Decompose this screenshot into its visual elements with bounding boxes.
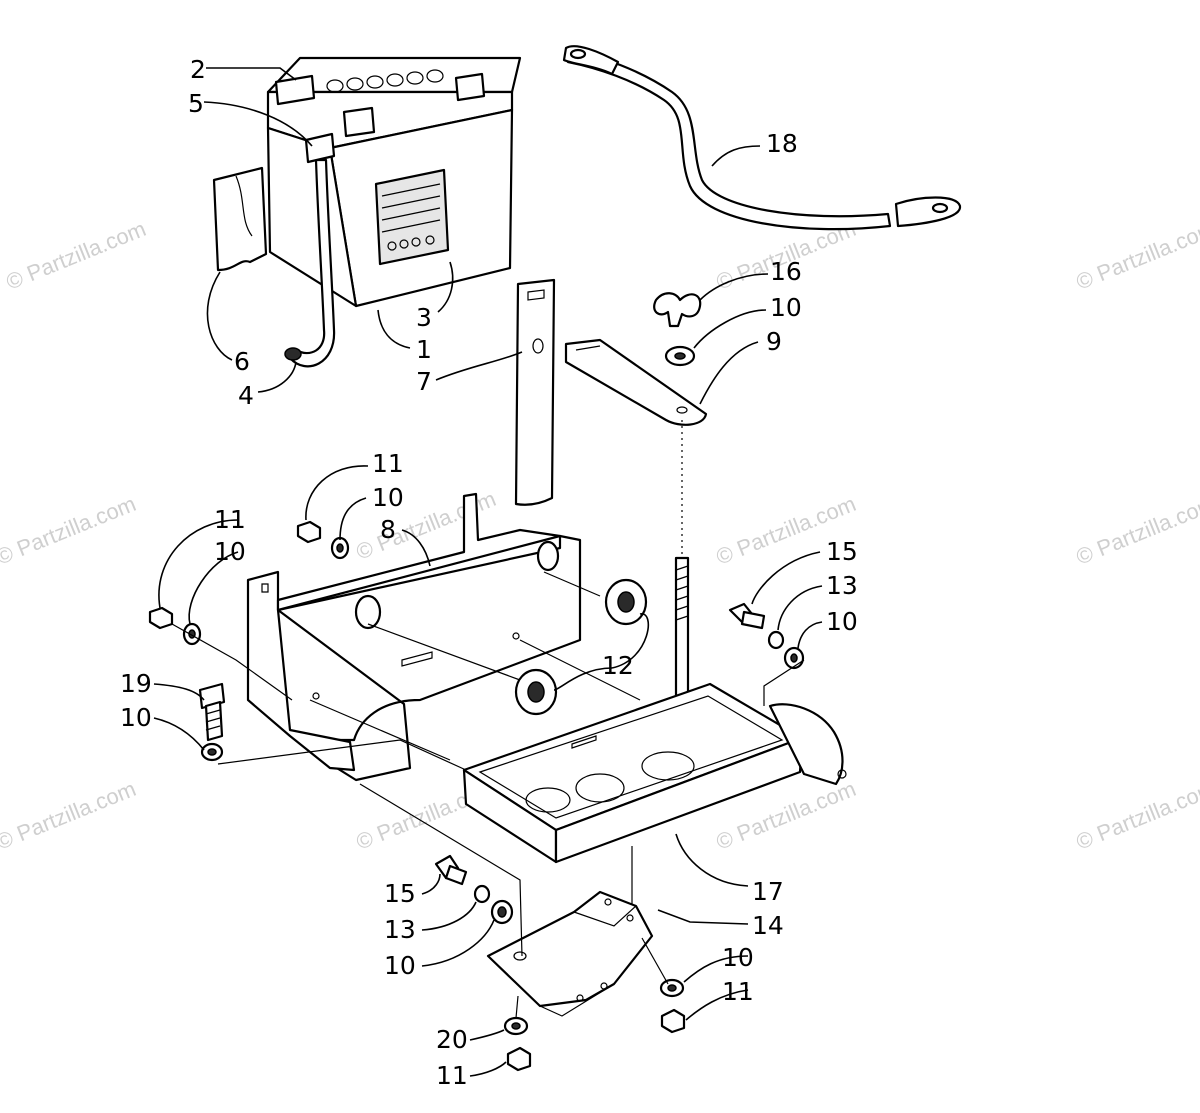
callout-13-b: 13 xyxy=(384,915,416,944)
wing-nut xyxy=(653,292,702,328)
bolt xyxy=(198,682,226,742)
battery xyxy=(266,56,522,308)
callout-12: 12 xyxy=(602,651,634,680)
watermark-text: © Partzilla.com xyxy=(0,776,139,855)
callout-15-a: 15 xyxy=(826,537,858,566)
callout-9: 9 xyxy=(766,327,782,356)
callout-11-a: 11 xyxy=(372,449,404,478)
callout-14: 14 xyxy=(752,911,784,940)
callout-5: 5 xyxy=(188,89,204,118)
callout-7: 7 xyxy=(416,367,432,396)
callout-3: 3 xyxy=(416,303,432,332)
support-bracket xyxy=(486,890,654,1017)
callout-18: 18 xyxy=(766,129,798,158)
callout-1: 1 xyxy=(416,335,432,364)
washer xyxy=(182,622,202,646)
washer xyxy=(783,646,805,670)
lock-washer xyxy=(473,884,491,904)
callout-6: 6 xyxy=(234,347,250,376)
bolt xyxy=(434,854,468,886)
callout-17: 17 xyxy=(752,877,784,906)
callout-10-d: 10 xyxy=(826,607,858,636)
grommet xyxy=(514,668,558,716)
callout-10-c: 10 xyxy=(214,537,246,566)
watermark-text: © Partzilla.com xyxy=(1073,216,1200,295)
washer xyxy=(330,536,350,560)
callout-11-c: 11 xyxy=(722,977,754,1006)
callout-10-b: 10 xyxy=(372,483,404,512)
hold-down-strap xyxy=(514,278,556,506)
nut xyxy=(148,606,174,630)
grommet xyxy=(604,578,648,626)
callout-10-g: 10 xyxy=(722,943,754,972)
callout-16: 16 xyxy=(770,257,802,286)
callout-20: 20 xyxy=(436,1025,468,1054)
callout-8: 8 xyxy=(380,515,396,544)
nut xyxy=(506,1046,532,1072)
washer xyxy=(490,899,514,925)
callout-10-f: 10 xyxy=(384,951,416,980)
nut xyxy=(660,1008,686,1034)
watermark-text: © Partzilla.com xyxy=(3,216,150,295)
clamp-bracket xyxy=(564,338,708,426)
watermark-text: © Partzilla.com xyxy=(1073,776,1200,855)
callout-11-d: 11 xyxy=(436,1061,468,1090)
lock-washer xyxy=(767,630,785,650)
callout-19: 19 xyxy=(120,669,152,698)
callout-4: 4 xyxy=(238,381,254,410)
callout-13-a: 13 xyxy=(826,571,858,600)
bolt xyxy=(728,602,766,630)
callout-11-b: 11 xyxy=(214,505,246,534)
watermark-text: © Partzilla.com xyxy=(0,491,139,570)
battery-pad xyxy=(212,166,268,272)
callout-10-a: 10 xyxy=(770,293,802,322)
battery-tray xyxy=(462,682,847,864)
washer xyxy=(503,1016,529,1036)
washer xyxy=(200,742,224,762)
watermark-text: © Partzilla.com xyxy=(1073,491,1200,570)
washer xyxy=(664,345,696,367)
callout-labels: 2 5 3 1 6 4 7 18 16 10 9 11 10 8 11 10 1… xyxy=(120,55,858,1090)
callout-15-b: 15 xyxy=(384,879,416,908)
breather-tube xyxy=(284,132,336,368)
callout-10-e: 10 xyxy=(120,703,152,732)
callout-2: 2 xyxy=(190,55,206,84)
leader-lines xyxy=(153,67,823,1077)
assembly-lines xyxy=(171,571,805,1019)
nut xyxy=(296,520,322,544)
battery-cable xyxy=(562,45,962,231)
washer xyxy=(659,978,685,998)
